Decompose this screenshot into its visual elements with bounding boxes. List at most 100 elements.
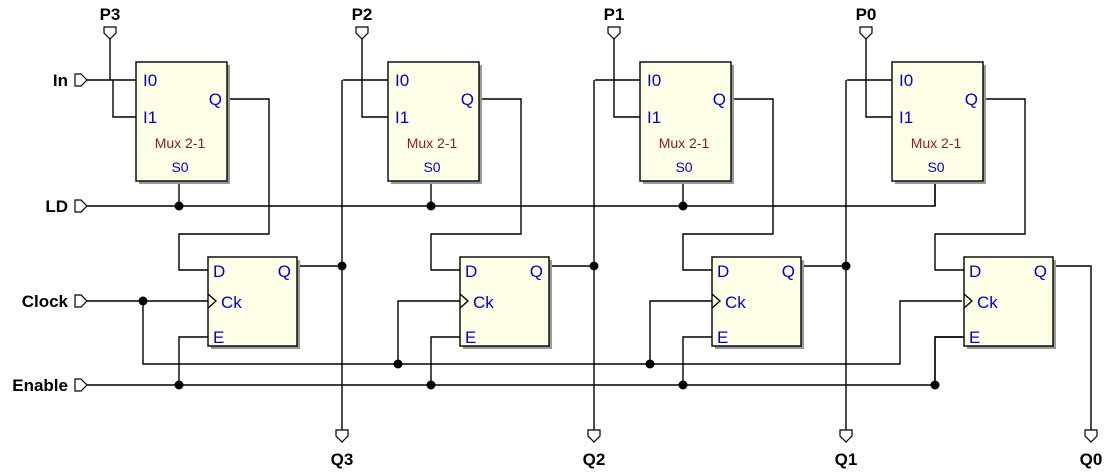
ff-e-label: E <box>465 328 476 347</box>
enable-port-label: Enable <box>12 376 68 395</box>
mux-i1-label: I1 <box>395 108 409 127</box>
ld-bus <box>87 181 936 207</box>
ff-d-label: D <box>717 262 729 281</box>
mux-q-label: Q <box>713 90 726 109</box>
clock-port-label: Clock <box>22 292 69 311</box>
mux-i0-label: I0 <box>647 71 661 90</box>
junction-dot <box>589 261 599 271</box>
mux-name-label: Mux 2-1 <box>659 135 710 151</box>
ff-out-wire <box>1053 265 1092 430</box>
flipflop-block <box>963 256 1054 347</box>
flipflop-block <box>711 256 802 347</box>
p-input-wire <box>865 39 892 118</box>
ff-out-wire <box>297 265 343 430</box>
ff-ck-label: Ck <box>725 293 746 312</box>
p-input-label: P2 <box>352 5 373 24</box>
mux-block <box>891 61 984 182</box>
p-input-wire <box>613 39 640 118</box>
mux-name-label: Mux 2-1 <box>911 135 962 151</box>
clock-triangle <box>459 293 470 309</box>
junction-dot <box>138 296 148 306</box>
p-input-label: P3 <box>100 5 121 24</box>
mux-s0-label: S0 <box>927 159 944 175</box>
ld-port-label: LD <box>45 197 68 216</box>
clock-triangle <box>963 293 974 309</box>
in-port-connector <box>74 73 88 87</box>
clock-triangle <box>711 293 722 309</box>
ld-port-connector <box>74 199 88 213</box>
q-output-label: Q0 <box>1080 450 1103 469</box>
flipflop-block <box>459 256 550 347</box>
junction-dots <box>138 201 940 390</box>
p-input-wire <box>361 39 388 118</box>
mux-i1-label: I1 <box>899 108 913 127</box>
q-output-label: Q3 <box>331 450 354 469</box>
in-port-label: In <box>53 71 68 90</box>
ff-ck-label: Ck <box>221 293 242 312</box>
ff-out-wire <box>549 265 595 430</box>
ff-ck-label: Ck <box>473 293 494 312</box>
clock-bus <box>142 300 962 365</box>
p-input-connector <box>607 26 621 40</box>
in-to-i1-wire <box>112 80 136 118</box>
ff-q-label: Q <box>782 262 795 281</box>
mux-out-wire <box>430 98 522 271</box>
mux-i1-label: I1 <box>143 108 157 127</box>
mux-s0-label: S0 <box>675 159 692 175</box>
q-output-connector <box>1084 429 1098 443</box>
flipflop-block <box>207 256 298 347</box>
enable-port-connector <box>74 378 88 392</box>
ff-q-label: Q <box>1034 262 1047 281</box>
ff-q-label: Q <box>530 262 543 281</box>
junction-dot <box>337 261 347 271</box>
mux-q-label: Q <box>965 90 978 109</box>
ff-d-label: D <box>465 262 477 281</box>
mux-i0-label: I0 <box>143 71 157 90</box>
junction-dot <box>841 261 851 271</box>
ff-e-label: E <box>717 328 728 347</box>
ff-d-label: D <box>213 262 225 281</box>
enable-wire <box>430 336 460 385</box>
junction-dot <box>393 359 403 369</box>
q-output-label: Q1 <box>835 450 858 469</box>
p-input-connector <box>355 26 369 40</box>
junction-dot <box>426 380 436 390</box>
q-output-label: Q2 <box>583 450 606 469</box>
junction-dot <box>645 359 655 369</box>
mux-out-wire <box>178 98 270 271</box>
ff-out-wire <box>801 265 847 430</box>
clock-triangle <box>207 293 218 309</box>
mux-i0-label: I0 <box>395 71 409 90</box>
ff-ck-label: Ck <box>977 293 998 312</box>
junction-dot <box>678 380 688 390</box>
ff-q-label: Q <box>278 262 291 281</box>
clock-branch-wire <box>649 300 712 364</box>
q-output-connector <box>587 429 601 443</box>
mux-i0-label: I0 <box>899 71 913 90</box>
junction-dot <box>174 380 184 390</box>
mux-block <box>639 61 732 182</box>
enable-wire <box>934 336 964 385</box>
q-output-connector <box>839 429 853 443</box>
p-input-label: P0 <box>856 5 877 24</box>
junction-dot <box>678 201 688 211</box>
mux-block <box>387 61 480 182</box>
p-input-connector <box>103 26 117 40</box>
mux-block <box>135 61 228 182</box>
p-input-label: P1 <box>604 5 625 24</box>
q-output-connector <box>335 429 349 443</box>
mux-q-label: Q <box>209 90 222 109</box>
mux-out-wire <box>682 98 774 271</box>
clock-branch-wire <box>397 300 460 364</box>
ff-d-label: D <box>969 262 981 281</box>
p-input-connector <box>859 26 873 40</box>
clock-port-connector <box>74 294 88 308</box>
mux-out-wire <box>934 98 1026 271</box>
mux-name-label: Mux 2-1 <box>155 135 206 151</box>
mux-i1-label: I1 <box>647 108 661 127</box>
wires <box>87 39 1092 430</box>
mux-s0-label: S0 <box>423 159 440 175</box>
